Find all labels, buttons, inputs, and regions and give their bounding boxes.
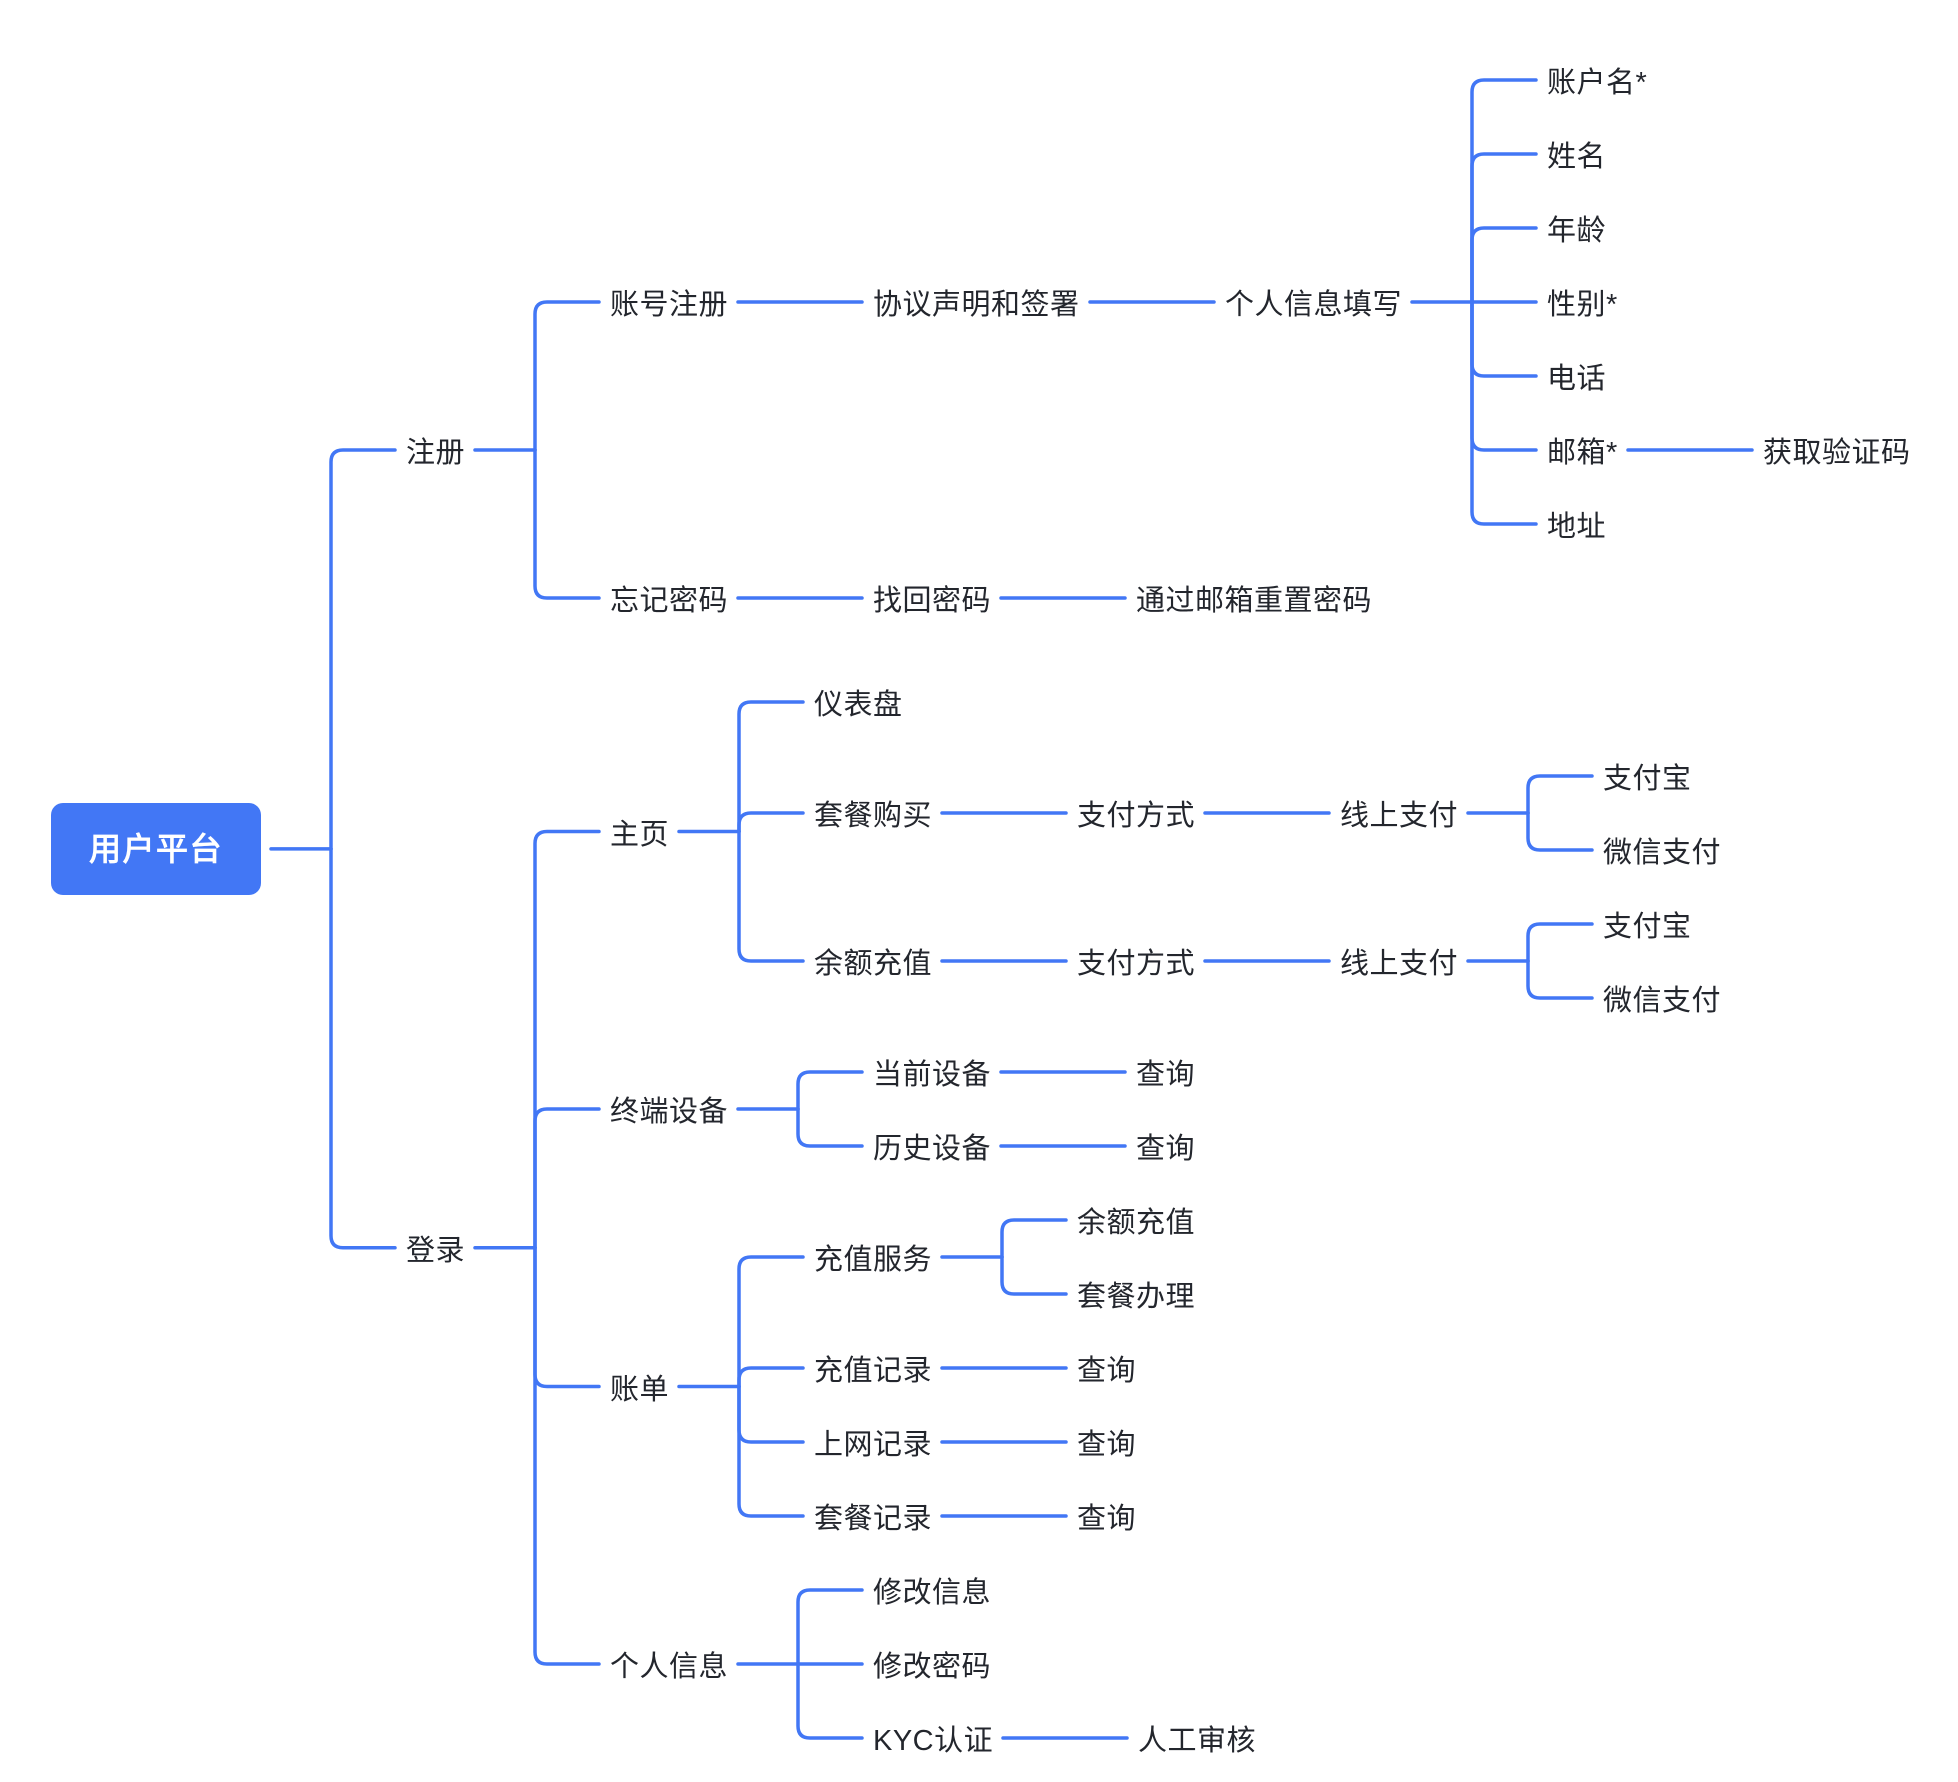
connector-line (796, 1588, 864, 1666)
mindmap-node[interactable]: 查询 (1077, 1429, 1137, 1461)
mindmap-node[interactable]: 查询 (1077, 1503, 1137, 1535)
mindmap-node[interactable]: 登录 (406, 1234, 466, 1267)
mindmap-node[interactable]: 上网记录 (814, 1429, 933, 1461)
connector-line (533, 829, 601, 1250)
mindmap-node[interactable]: 找回密码 (873, 585, 992, 617)
connector-line (1526, 811, 1594, 852)
mindmap-node[interactable]: 余额充值 (1077, 1207, 1196, 1239)
mindmap-node[interactable]: 获取验证码 (1763, 437, 1911, 469)
mindmap-node[interactable]: KYC认证 (873, 1725, 994, 1757)
mindmap-node[interactable]: 终端设备 (610, 1096, 729, 1128)
mindmap-node[interactable]: 线上支付 (1340, 948, 1459, 980)
mindmap-node[interactable]: 人工审核 (1138, 1725, 1257, 1757)
mindmap-node[interactable]: 电话 (1547, 363, 1607, 395)
mindmap-node[interactable]: 套餐购买 (814, 800, 933, 832)
connector-line (533, 1246, 601, 1666)
mindmap-node[interactable]: 微信支付 (1603, 837, 1722, 869)
connector-line (796, 1662, 864, 1740)
mindmap-node[interactable]: 查询 (1136, 1059, 1196, 1091)
connector-line (737, 1255, 805, 1389)
mindmap-node[interactable]: 当前设备 (873, 1059, 992, 1091)
connector-line (329, 448, 397, 851)
mindmap-node[interactable]: 套餐办理 (1077, 1281, 1196, 1313)
mindmap-node[interactable]: 余额充值 (814, 948, 933, 980)
mindmap-node[interactable]: 忘记密码 (610, 585, 729, 617)
connector-line (737, 811, 805, 834)
mindmap-node[interactable]: 个人信息 (610, 1651, 729, 1683)
connector-line (1526, 774, 1594, 815)
connector-line (533, 448, 601, 600)
mindmap-node[interactable]: 个人信息填写 (1225, 289, 1403, 321)
mindmap-node[interactable]: 支付宝 (1603, 763, 1692, 795)
mindmap-node[interactable]: 充值记录 (814, 1355, 933, 1387)
connector-line (1470, 152, 1538, 304)
connector-line (1526, 959, 1594, 1000)
connector-line (329, 847, 397, 1250)
mindmap-node[interactable]: 主页 (610, 818, 670, 851)
mindmap-node[interactable]: 仪表盘 (814, 689, 903, 721)
mindmap-node[interactable]: 性别* (1547, 289, 1618, 321)
connector-line (1470, 300, 1538, 526)
mindmap-node[interactable]: 套餐记录 (814, 1503, 933, 1535)
mindmap-node[interactable]: 支付方式 (1077, 800, 1196, 832)
connector-line (796, 1070, 864, 1111)
mindmap-node[interactable]: 年龄 (1547, 215, 1607, 247)
connector-line (737, 1366, 805, 1389)
connector-line (737, 700, 805, 834)
mindmap-node[interactable]: 支付方式 (1077, 948, 1196, 980)
connector-line (533, 1107, 601, 1250)
mindmap-node[interactable]: 支付宝 (1603, 911, 1692, 943)
mindmap-root-node[interactable]: 用户平台 (51, 802, 262, 895)
connector-line (1470, 78, 1538, 304)
connector-line (1000, 1218, 1068, 1259)
connector-line (1526, 922, 1594, 963)
mindmap-node[interactable]: 账单 (610, 1373, 670, 1406)
mindmap-node[interactable]: 修改密码 (873, 1651, 992, 1683)
mindmap-node[interactable]: 账户名* (1547, 67, 1648, 99)
mindmap-node[interactable]: 线上支付 (1340, 800, 1459, 832)
connector-line (533, 300, 601, 452)
connector-line (1000, 1255, 1068, 1296)
mindmap-node[interactable]: 通过邮箱重置密码 (1136, 585, 1373, 617)
connector-line (796, 1107, 864, 1148)
connector-line (737, 829, 805, 963)
mindmap-node[interactable]: 账号注册 (610, 289, 729, 321)
connector-line (1470, 226, 1538, 304)
mindmap-node[interactable]: 地址 (1547, 511, 1607, 543)
mindmap-node[interactable]: 历史设备 (873, 1133, 992, 1165)
mindmap-node[interactable]: 邮箱* (1547, 437, 1618, 469)
connector-line (737, 1384, 805, 1518)
mindmap-node[interactable]: 协议声明和签署 (873, 289, 1080, 321)
mindmap-node[interactable]: 充值服务 (814, 1244, 933, 1276)
mindmap-node[interactable]: 查询 (1077, 1355, 1137, 1387)
mindmap-node[interactable]: 注册 (406, 437, 466, 469)
mindmap-node[interactable]: 微信支付 (1603, 985, 1722, 1017)
mindmap-node[interactable]: 姓名 (1547, 141, 1607, 173)
mindmap-node[interactable]: 查询 (1136, 1133, 1196, 1165)
mindmap-node[interactable]: 修改信息 (873, 1577, 992, 1609)
